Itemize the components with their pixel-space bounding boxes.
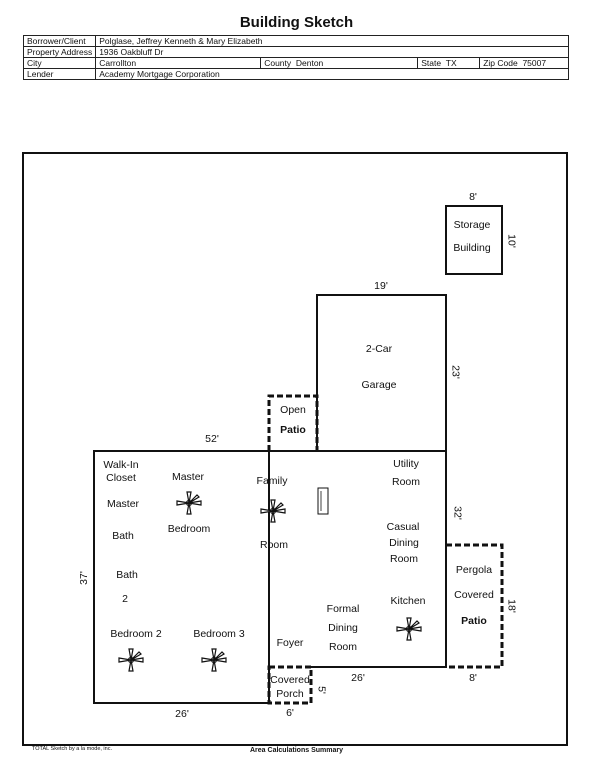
state-label: State [421,58,442,68]
storage-label-1: Storage [453,218,491,231]
casual-dining-label-1: Casual [386,520,420,533]
ceiling-fan-icon [396,617,422,641]
pergola-label-2: Covered [454,588,494,601]
storage-height-dim: 10' [505,234,518,248]
house-top-dim: 52' [205,432,219,445]
master-bedroom-label-1: Master [171,470,205,483]
ceiling-fan-icon [201,648,227,672]
county-value: Denton [295,58,324,68]
formal-dining-label-2: Dining [328,621,358,634]
bath2-label-2: 2 [122,592,128,605]
lender-row: Lender Academy Mortgage Corporation [22,68,569,80]
garage-label-1: 2-Car [365,342,393,355]
property-info-table: Borrower/Client Polglase, Jeffrey Kennet… [22,35,569,80]
garage-width-dim: 19' [374,279,388,292]
ceiling-fan-icon [176,491,202,515]
utility-room-label-2: Room [391,475,421,488]
lender-label: Lender [22,68,97,80]
garage-outline [316,294,447,451]
zip-value: 75007 [522,58,547,68]
software-credit: TOTAL Sketch by a la mode, inc. [32,746,112,752]
bedroom2-label: Bedroom 2 [110,627,162,640]
family-room-label-2: Room [259,538,289,551]
covered-porch-label-2: Porch [276,687,304,700]
walkin-label-1: Walk-In [103,458,139,471]
zip-label: Zip Code [483,58,518,68]
open-patio-outline [267,394,319,451]
pergola-outline [446,543,504,669]
casual-dining-label-3: Room [389,552,419,565]
formal-dining-label-3: Room [328,640,358,653]
pergola-label-1: Pergola [455,563,493,576]
pergola-width-dim: 8' [469,671,477,684]
garage-label-2: Garage [361,378,397,391]
covered-porch-label-1: Covered [270,673,310,686]
city-row: City Carrollton County Denton State TX Z… [22,57,569,69]
open-patio-label-2: Patio [280,423,306,436]
bath2-label-1: Bath [116,568,138,581]
utility-room-label-1: Utility [393,457,419,470]
kitchen-label: Kitchen [390,594,426,607]
pergola-label-3: Patio [461,614,487,627]
lender-value: Academy Mortgage Corporation [95,68,569,80]
county-cell: County Denton [260,57,419,69]
ceiling-fan-icon [260,499,286,523]
formal-dining-label-1: Formal [326,602,360,615]
walkin-label-2: Closet [106,471,136,484]
bedroom3-label: Bedroom 3 [193,627,245,640]
storage-building-outline [445,205,503,275]
storage-width-dim: 8' [469,190,477,203]
master-bath-label-2: Bath [112,529,134,542]
county-label: County [264,58,292,68]
sketch-frame [22,152,568,746]
house-bottom-left-dim: 26' [175,707,189,720]
master-bath-label-1: Master [106,497,140,510]
fireplace-icon [317,487,329,515]
storage-label-2: Building [453,241,491,254]
pergola-height-dim: 18' [505,599,518,613]
open-patio-label-1: Open [280,403,306,416]
area-summary-heading: Area Calculations Summary [250,747,343,754]
house-right-dim: 32' [451,506,464,520]
family-room-label-1: Family [256,474,288,487]
house-left-dim: 37' [77,571,90,585]
ceiling-fan-icon [118,648,144,672]
covered-porch-outline [267,665,313,705]
garage-height-dim: 23' [449,365,462,379]
page-title: Building Sketch [239,14,354,31]
casual-dining-label-2: Dining [389,536,419,549]
state-value: TX [445,58,457,68]
porch-width-dim: 6' [286,706,294,719]
master-bedroom-label-2: Bedroom [167,522,211,535]
house-bottom-right-dim: 26' [351,671,365,684]
foyer-label: Foyer [276,636,304,649]
porch-height-dim: 5' [315,686,328,694]
